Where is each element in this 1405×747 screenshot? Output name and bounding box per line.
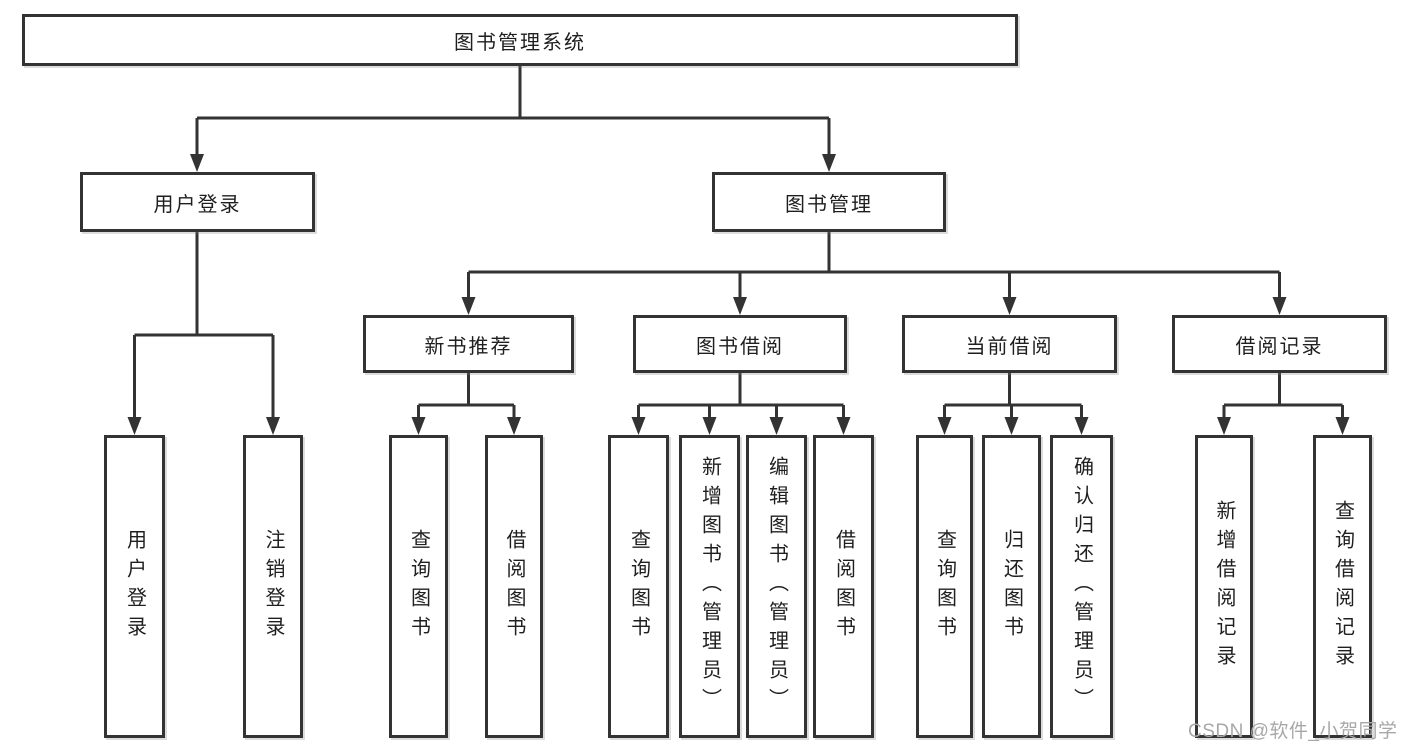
- root-node: 图书管理系统: [22, 14, 1018, 66]
- current-borrow-node: 当前借阅: [902, 315, 1117, 373]
- leaf-edit-book-admin: 编辑图书（管理员）: [746, 435, 807, 738]
- leaf-return-book: 归还图书: [982, 435, 1041, 738]
- connector-user-login-to-leaves: [127, 232, 280, 435]
- connector-borrow-record-to-leaves: [1217, 373, 1350, 435]
- connector-book-borrow-to-leaves: [631, 373, 851, 435]
- leaf-borrow-query-book: 查询图书: [608, 435, 669, 738]
- user-login-node: 用户登录: [80, 172, 315, 232]
- leaf-recommend-borrow-book: 借阅图书: [485, 435, 543, 738]
- connector-current-borrow-to-leaves: [937, 373, 1089, 435]
- connector-root-to-level2: [190, 66, 836, 172]
- connector-book-management-to-level3: [461, 232, 1287, 315]
- leaf-user-login: 用户登录: [104, 435, 165, 738]
- leaf-recommend-query-book: 查询图书: [389, 435, 448, 738]
- borrow-record-node: 借阅记录: [1172, 315, 1387, 373]
- book-management-node: 图书管理: [712, 172, 946, 232]
- new-book-recommend-node: 新书推荐: [363, 315, 574, 373]
- leaf-current-query-book: 查询图书: [916, 435, 973, 738]
- leaf-query-borrow-record: 查询借阅记录: [1313, 435, 1372, 738]
- csdn-watermark: CSDN @软件_小贺同学: [1188, 721, 1398, 742]
- connector-new-book-recommend-to-leaves: [411, 373, 521, 435]
- leaf-add-book-admin: 新增图书（管理员）: [679, 435, 740, 738]
- leaf-confirm-return-admin: 确认归还（管理员）: [1050, 435, 1113, 738]
- leaf-borrow-book: 借阅图书: [813, 435, 874, 738]
- leaf-add-borrow-record: 新增借阅记录: [1195, 435, 1253, 738]
- leaf-logout: 注销登录: [243, 435, 303, 738]
- book-borrow-node: 图书借阅: [633, 315, 847, 373]
